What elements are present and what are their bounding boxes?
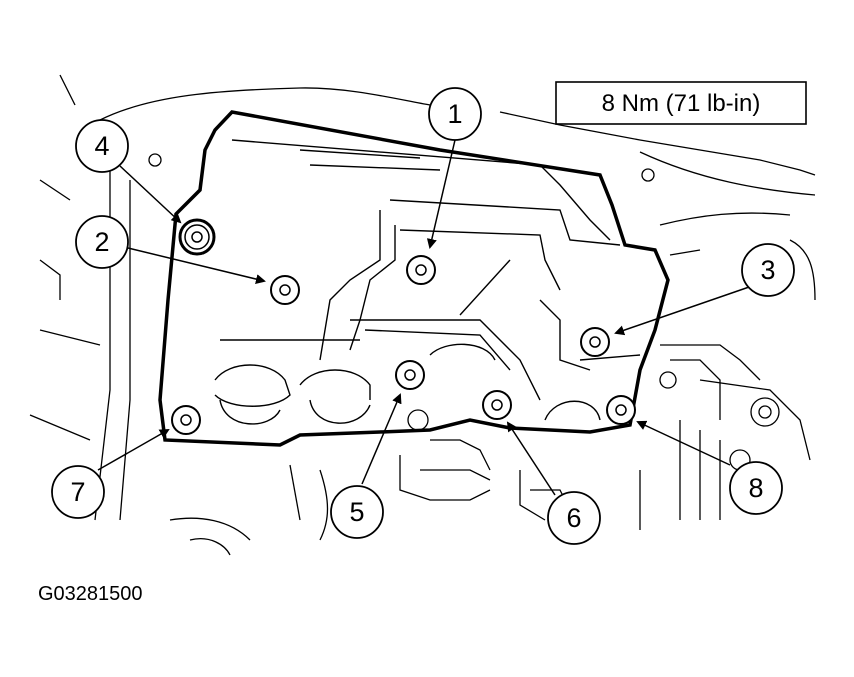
bolt-5 bbox=[395, 360, 425, 390]
callout-5: 5 bbox=[330, 485, 384, 539]
leader-5 bbox=[361, 393, 402, 485]
callout-2: 2 bbox=[75, 215, 129, 269]
bolt-8 bbox=[606, 395, 636, 425]
callout-8-number: 8 bbox=[748, 473, 763, 503]
leader-3 bbox=[614, 285, 753, 336]
callout-4-number: 4 bbox=[94, 131, 109, 161]
leader-8 bbox=[636, 420, 731, 466]
leader-2 bbox=[127, 247, 266, 284]
callout-8: 8 bbox=[729, 461, 783, 515]
callout-1: 1 bbox=[428, 87, 482, 141]
callout-1-number: 1 bbox=[447, 99, 462, 129]
transmission-background-lines bbox=[29, 74, 816, 556]
callout-7-number: 7 bbox=[70, 477, 85, 507]
bolt-4 bbox=[178, 218, 216, 256]
callout-4: 4 bbox=[75, 119, 129, 173]
leader-1 bbox=[426, 139, 456, 249]
torque-spec-box: 8 Nm (71 lb-in) bbox=[555, 81, 807, 125]
bolt-2 bbox=[270, 275, 300, 305]
callout-2-number: 2 bbox=[94, 227, 109, 257]
bolt-3 bbox=[580, 327, 610, 357]
callout-6-number: 6 bbox=[566, 503, 581, 533]
callout-3-number: 3 bbox=[760, 255, 775, 285]
bolt-6 bbox=[482, 390, 512, 420]
callout-3: 3 bbox=[741, 243, 795, 297]
leader-7 bbox=[97, 429, 170, 471]
leader-6 bbox=[506, 421, 556, 496]
bolt-1 bbox=[406, 255, 436, 285]
figure-id-label: G03281500 bbox=[38, 583, 143, 605]
leader-lines bbox=[97, 139, 753, 496]
torque-spec-label: 8 Nm (71 lb-in) bbox=[602, 90, 761, 117]
leader-4 bbox=[119, 165, 182, 224]
callout-5-number: 5 bbox=[349, 497, 364, 527]
bolt-7 bbox=[171, 405, 201, 435]
callout-7: 7 bbox=[51, 465, 105, 519]
callout-6: 6 bbox=[547, 491, 601, 545]
